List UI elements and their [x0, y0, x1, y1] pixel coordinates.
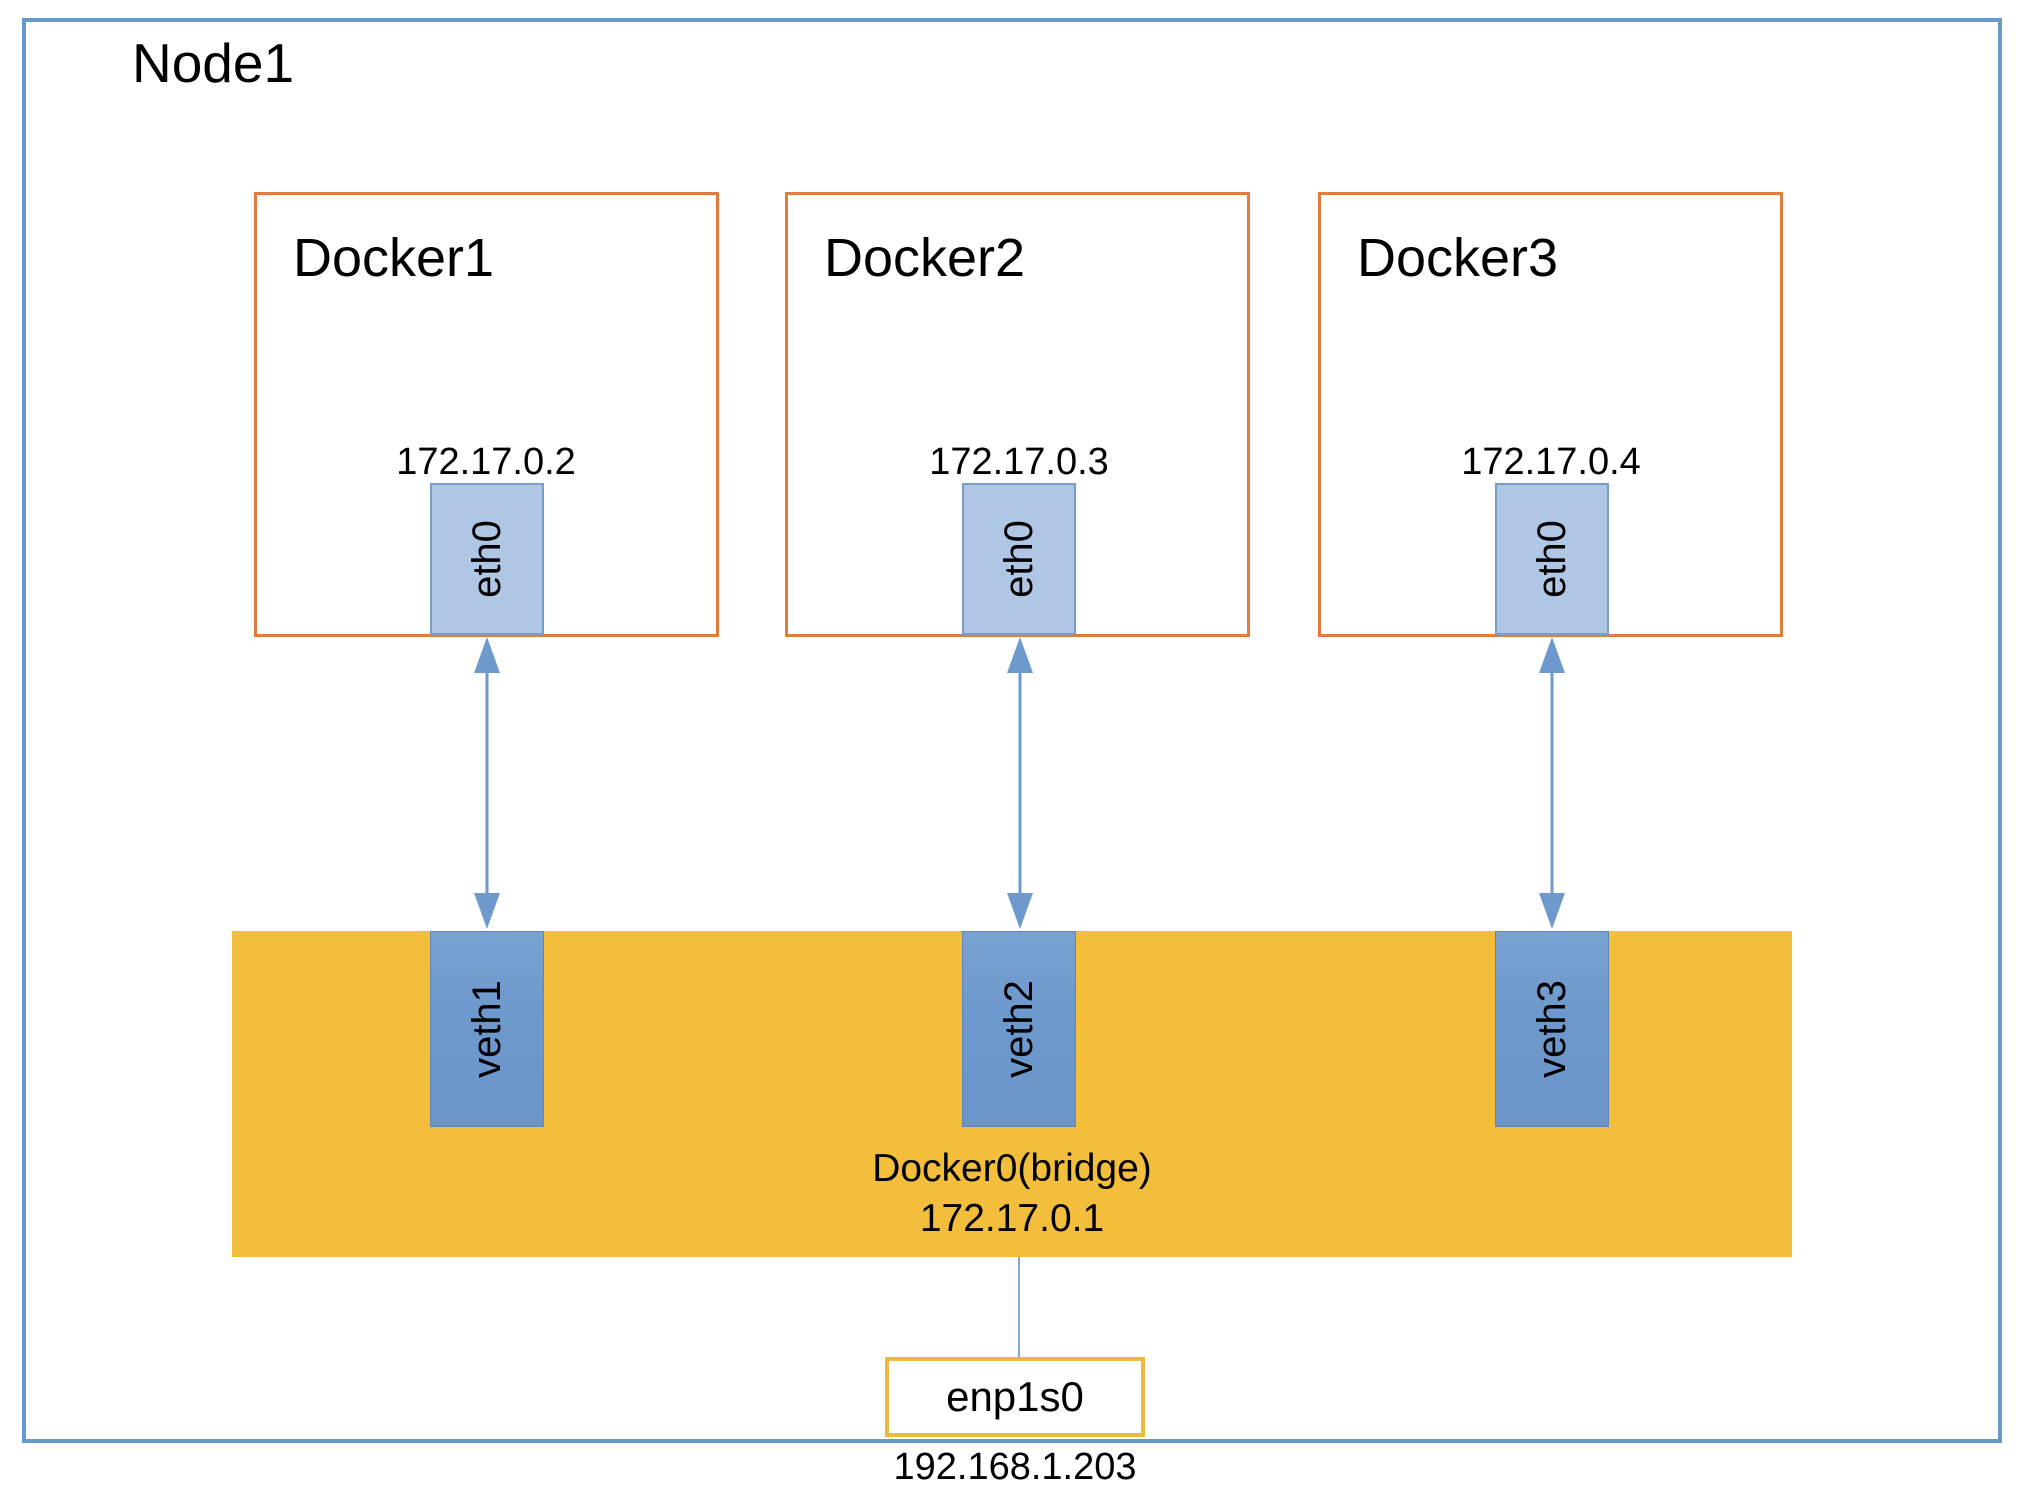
bridge-to-nic-line	[1018, 1257, 1020, 1357]
nic-ip: 192.168.1.203	[893, 1446, 1137, 1488]
docker-container-2-ip: 172.17.0.3	[929, 441, 1109, 483]
nic-label: enp1s0	[946, 1373, 1084, 1420]
veth-port-1-label: veth1	[465, 980, 509, 1078]
veth-port-3: veth3	[1495, 931, 1609, 1127]
node-title: Node1	[132, 32, 295, 94]
docker-container-3-ip: 172.17.0.4	[1461, 441, 1641, 483]
connector-arrow-1	[474, 637, 500, 929]
docker0-bridge-label: Docker0(bridge)	[872, 1147, 1152, 1190]
eth0-port-1-label: eth0	[465, 520, 509, 598]
docker-container-1-ip: 172.17.0.2	[396, 441, 576, 483]
veth-port-2: veth2	[962, 931, 1076, 1127]
eth0-port-3: eth0	[1495, 483, 1609, 635]
veth-port-2-label: veth2	[997, 980, 1041, 1078]
eth0-port-2-label: eth0	[997, 520, 1041, 598]
veth-port-1: veth1	[430, 931, 544, 1127]
docker-container-2-title: Docker2	[824, 228, 1026, 288]
eth0-port-1: eth0	[430, 483, 544, 635]
connector-arrow-3	[1539, 637, 1565, 929]
connector-arrow-2	[1007, 637, 1033, 929]
docker0-bridge-ip: 172.17.0.1	[919, 1197, 1105, 1240]
docker-container-1-title: Docker1	[293, 228, 495, 288]
docker-container-3-title: Docker3	[1357, 228, 1559, 288]
eth0-port-3-label: eth0	[1530, 520, 1574, 598]
veth-port-3-label: veth3	[1530, 980, 1574, 1078]
nic-box: enp1s0	[885, 1357, 1145, 1437]
node-frame	[22, 18, 2002, 1443]
eth0-port-2: eth0	[962, 483, 1076, 635]
docker-container-2: Docker2	[785, 192, 1250, 637]
